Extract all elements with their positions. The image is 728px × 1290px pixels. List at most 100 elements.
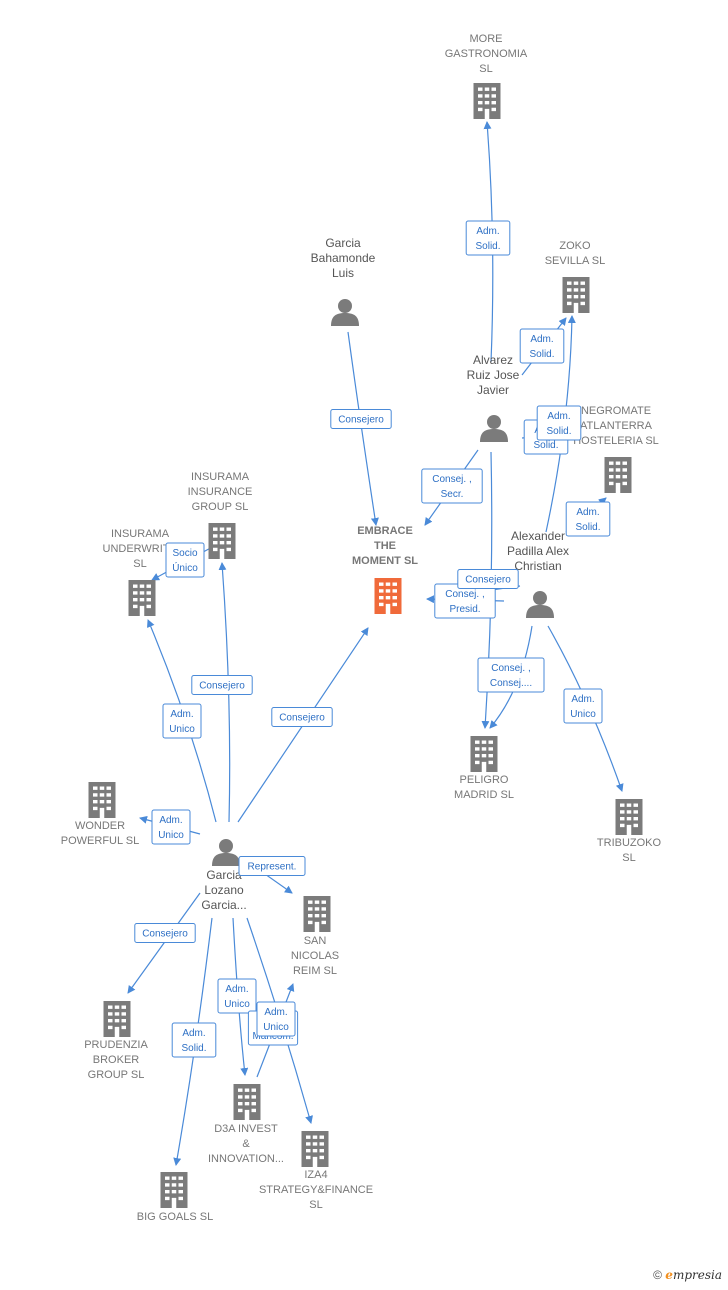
edge-badge[interactable]: Consejero: [457, 569, 519, 589]
badge-label: Solid.: [181, 1043, 206, 1054]
edge-garcia_lg-insurama_ig: [218, 562, 231, 823]
badge-label: Presid.: [449, 604, 480, 615]
badge-label: Consej. ,: [445, 589, 484, 600]
node-label: BIG GOALS SL: [137, 1211, 213, 1223]
building-icon: [128, 580, 156, 616]
node-label: &: [242, 1138, 250, 1150]
node-label: UNDERWRIT...: [103, 543, 178, 555]
badge-box: [151, 809, 191, 845]
building-icon: [374, 578, 402, 614]
node-label: PRUDENZIA: [84, 1039, 148, 1051]
badge-label: Adm.: [170, 709, 193, 720]
badge-box: [238, 856, 306, 876]
building-icon: [303, 896, 331, 932]
badge-box: [217, 978, 257, 1014]
edge-badge[interactable]: Consejero: [191, 675, 253, 695]
edge-badge[interactable]: Adm. Solid.: [465, 220, 511, 256]
node-label: SL: [309, 1199, 322, 1211]
node-label: ATLANTERRA: [580, 420, 653, 432]
node-label: Bahamonde: [311, 251, 376, 265]
edge-badge[interactable]: Adm. Solid.: [519, 328, 565, 364]
badge-label: Adm.: [547, 411, 570, 422]
badge-box: [171, 1022, 217, 1058]
badge-box: [457, 569, 519, 589]
badge-label: Adm.: [476, 226, 499, 237]
edge-badge[interactable]: Consej. ,Consej....: [477, 657, 545, 693]
building-icon: [604, 457, 632, 493]
badge-label: Adm.: [264, 1007, 287, 1018]
badge-label: Consejero: [338, 415, 384, 426]
badge-box: [536, 405, 582, 441]
badge-label: Unico: [263, 1022, 289, 1033]
badge-box: [162, 703, 202, 739]
person-node-garcia_lg[interactable]: GarciaLozanoGarcia...: [201, 839, 247, 912]
badge-box: [465, 220, 511, 256]
badge-label: Adm.: [182, 1028, 205, 1039]
edge-badge[interactable]: Adm.Unico: [563, 688, 603, 724]
edge-badge[interactable]: Adm.Unico: [151, 809, 191, 845]
badge-label: Solid.: [529, 349, 554, 360]
edge-badge[interactable]: Adm.Unico: [162, 703, 202, 739]
badge-label: Adm.: [530, 334, 553, 345]
node-label: IZA4: [304, 1169, 327, 1181]
node-label: INSURAMA: [111, 528, 170, 540]
badge-box: [271, 707, 333, 727]
node-label: Garcia: [325, 236, 361, 250]
node-label: Alexander: [511, 529, 565, 543]
person-icon: [331, 299, 359, 326]
building-icon: [470, 736, 498, 772]
footer-brand[interactable]: © empresia: [653, 1268, 722, 1282]
node-label: SL: [133, 558, 146, 570]
badge-label: Adm.: [159, 815, 182, 826]
node-label: INSURANCE: [188, 486, 253, 498]
badge-label: Consejero: [279, 713, 325, 724]
company-node-insurama_u[interactable]: INSURAMA UNDERWRIT... SL: [103, 528, 178, 616]
edge-badge[interactable]: Adm. Solid.: [171, 1022, 217, 1058]
badge-box: [563, 688, 603, 724]
node-label: GASTRONOMIA: [445, 48, 528, 60]
company-node-d3a[interactable]: D3A INVEST&INNOVATION...: [208, 1084, 284, 1165]
edge-badge[interactable]: Consejero: [330, 409, 392, 429]
node-label: Lozano: [204, 883, 244, 897]
edge-badge[interactable]: Adm.Solid.: [565, 501, 611, 537]
node-label: NEGROMATE: [581, 405, 651, 417]
edge-badge[interactable]: Consejero: [134, 923, 196, 943]
edge-badge[interactable]: Consej. , Presid.: [434, 583, 496, 619]
badge-label: Consej. ,: [432, 474, 471, 485]
edge-badge[interactable]: Adm. Unico: [256, 1001, 296, 1037]
edge-badge[interactable]: Adm.Solid.: [536, 405, 582, 441]
edge-badge[interactable]: Adm.Unico: [217, 978, 257, 1014]
badge-label: Unico: [224, 999, 250, 1010]
node-label: Alvarez: [473, 353, 513, 367]
node-label: EMBRACE: [357, 525, 413, 537]
edge-badge[interactable]: Represent.: [238, 856, 306, 876]
badge-label: Solid.: [475, 241, 500, 252]
node-label: STRATEGY&FINANCE: [259, 1184, 373, 1196]
company-node-big_goals[interactable]: BIG GOALS SL: [137, 1172, 213, 1223]
badge-box: [256, 1001, 296, 1037]
person-icon: [480, 415, 508, 442]
building-icon: [473, 83, 501, 119]
edge-badge[interactable]: Consej. ,Secr.: [421, 468, 483, 504]
building-icon: [208, 523, 236, 559]
node-label: D3A INVEST: [214, 1123, 278, 1135]
badge-box: [191, 675, 253, 695]
edge-badge[interactable]: Consejero: [271, 707, 333, 727]
